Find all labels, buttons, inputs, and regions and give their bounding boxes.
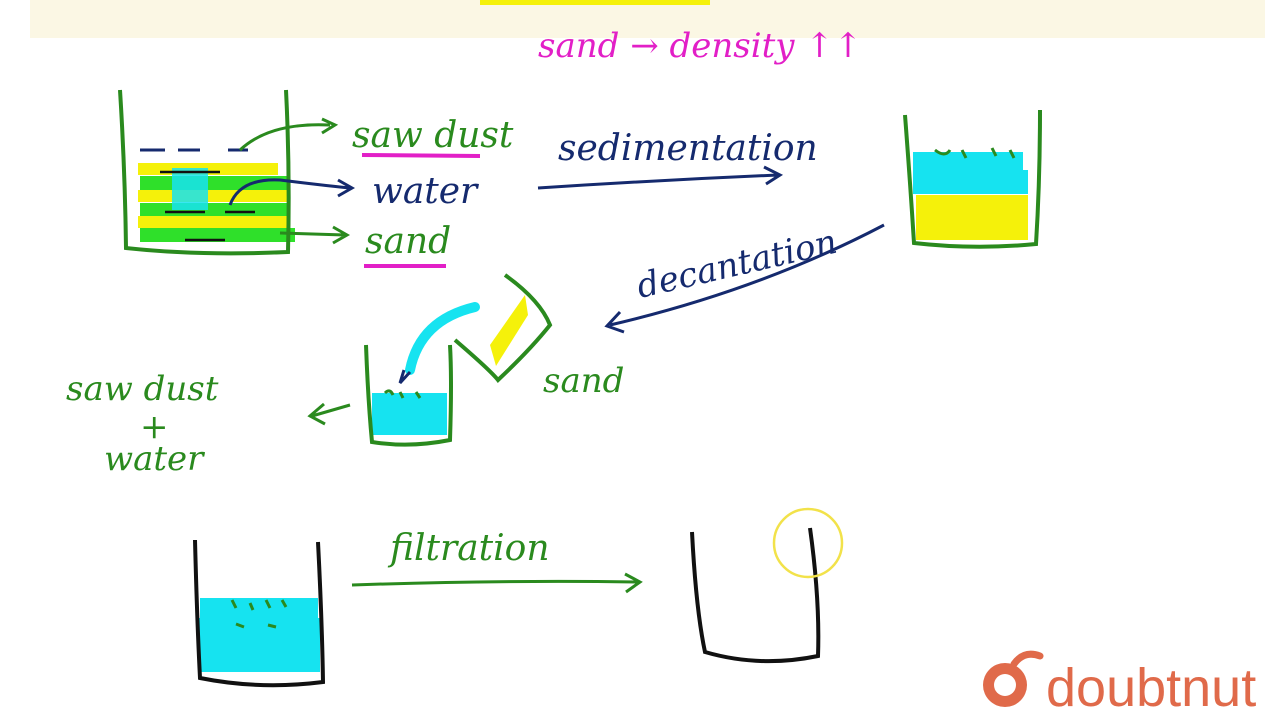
header-yellow-mark: [480, 0, 710, 5]
beaker-empty: [690, 527, 821, 664]
beaker-mixture: [118, 89, 295, 256]
arrow-to-mixture: [307, 402, 351, 426]
logo-text: doubtnut: [1046, 658, 1256, 718]
beaker-settled: [903, 109, 1042, 249]
doubtnut-logo: doubtnut: [983, 650, 1256, 718]
arrow-to-sand: [279, 225, 351, 245]
label-mixture-line1: saw dust: [66, 369, 219, 409]
label-filtration: filtration: [387, 528, 550, 569]
arrow-decantation: [604, 223, 885, 334]
density-note: sand → density ↑↑: [538, 26, 862, 66]
header-band: [30, 0, 1265, 38]
tilted-beaker-sand: [453, 273, 553, 383]
label-sand: sand: [365, 221, 451, 262]
pour-stream: [405, 302, 480, 375]
arrow-to-water: [228, 178, 356, 206]
arrow-to-saw-dust: [238, 117, 339, 152]
beaker-decanting: [364, 344, 453, 447]
label-mixture-plus: +: [140, 407, 169, 447]
label-saw-dust: saw dust: [352, 115, 514, 156]
pour-stream-arrow: [398, 369, 412, 385]
beaker-filtration-input: [193, 539, 326, 688]
arrow-sedimentation: [537, 165, 784, 190]
label-water: water: [372, 171, 479, 212]
saw-dust-underline: [361, 153, 481, 158]
label-sedimentation: sedimentation: [558, 128, 818, 169]
arrow-filtration: [351, 572, 643, 594]
label-sand-residue: sand: [543, 361, 624, 401]
label-mixture-line2: water: [104, 439, 205, 479]
cursor-highlight: [772, 507, 844, 579]
label-decantation: decantation: [633, 222, 841, 307]
